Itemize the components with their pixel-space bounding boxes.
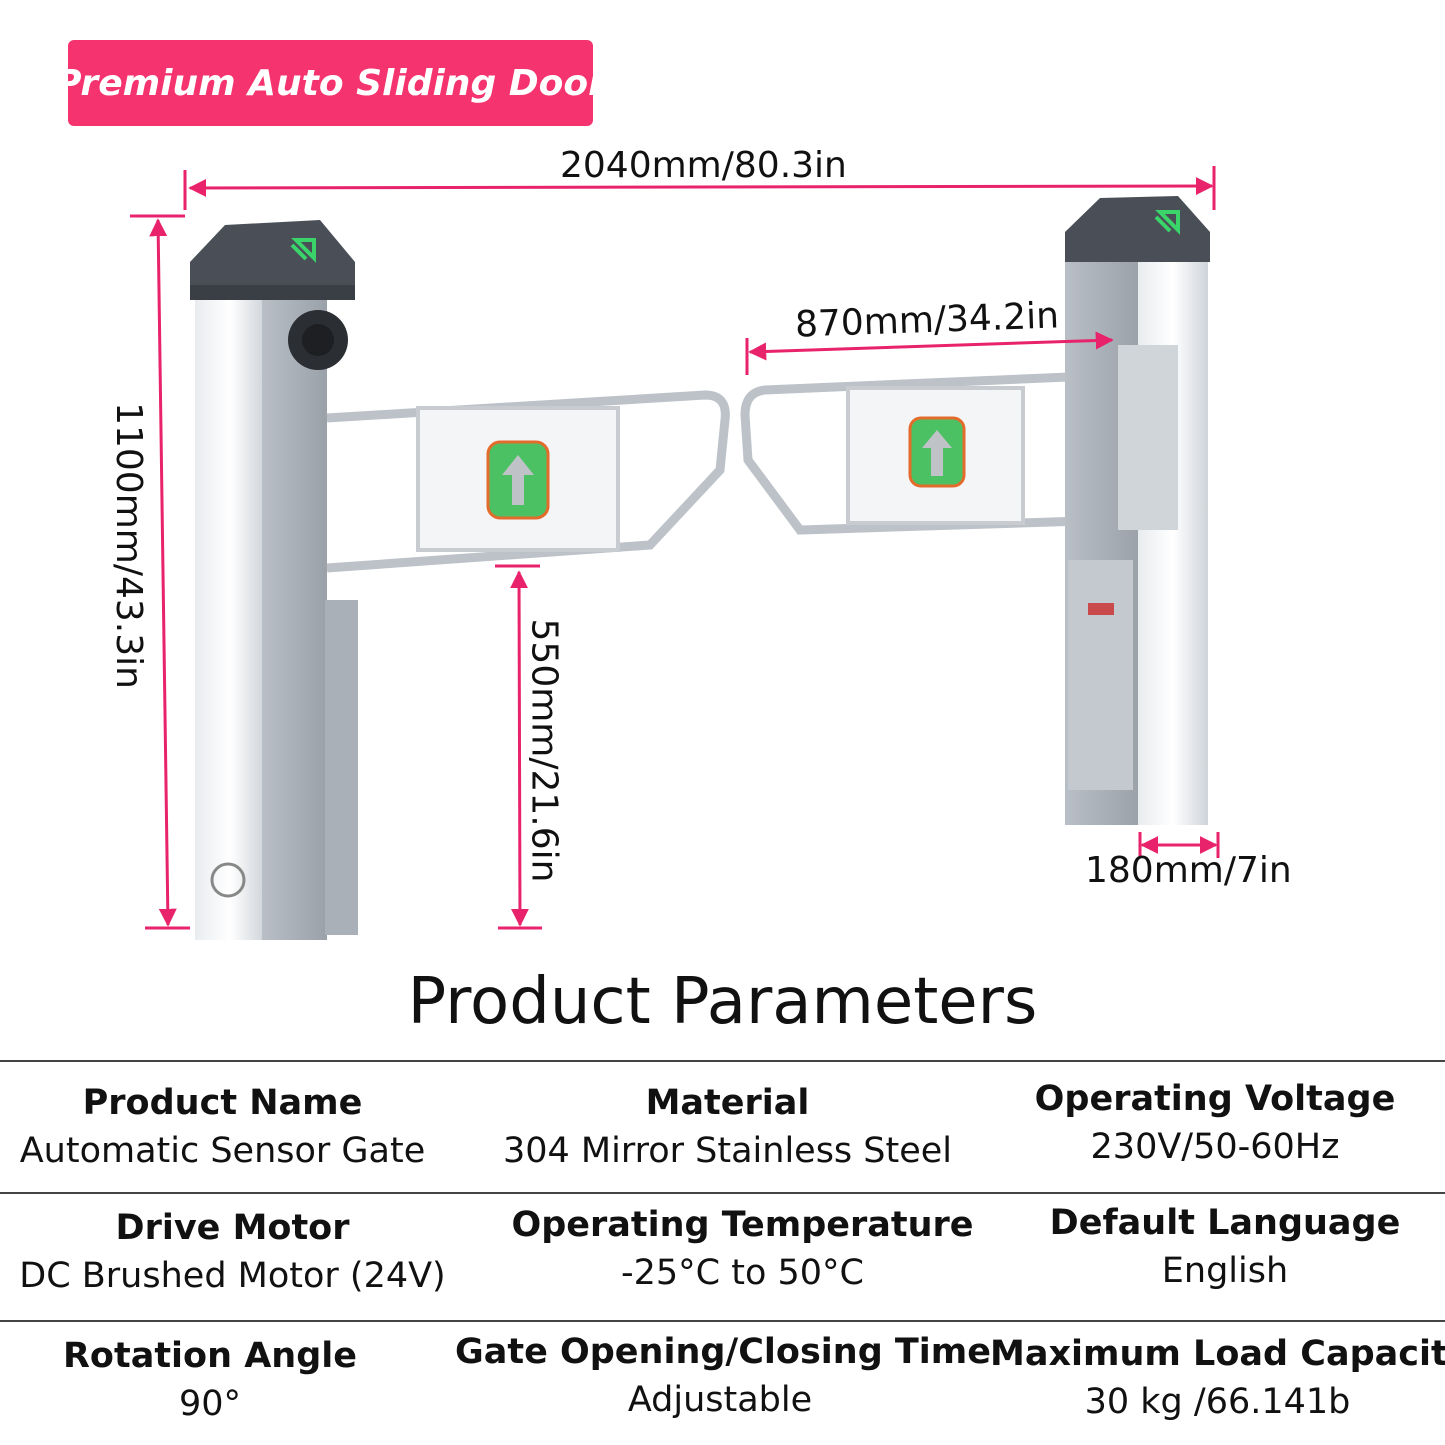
param-value: 304 Mirror Stainless Steel	[502, 1131, 953, 1171]
banner-title: Premium Auto Sliding Door	[68, 62, 593, 104]
param-cell: Material 304 Mirror Stainless Steel	[470, 1080, 985, 1176]
right-arrow-indicator-icon	[1154, 210, 1180, 235]
param-cell: Operating Voltage 230V/50-60Hz	[985, 1076, 1445, 1172]
param-value: English	[1161, 1251, 1289, 1291]
left-gate-arm	[326, 390, 730, 573]
param-value: Automatic Sensor Gate	[19, 1131, 426, 1171]
right-post	[1065, 196, 1210, 825]
param-value: 90°	[178, 1384, 242, 1424]
dimension-total-width: 2040mm/80.3in	[560, 145, 847, 186]
param-cell: Product Name Automatic Sensor Gate	[0, 1080, 445, 1176]
table-divider	[0, 1320, 1445, 1322]
right-gate-arm	[740, 370, 1116, 535]
dimension-lines	[130, 166, 1220, 930]
param-cell: Drive Motor DC Brushed Motor (24V)	[0, 1205, 465, 1301]
table-divider	[0, 1192, 1445, 1194]
param-value: Adjustable	[627, 1380, 813, 1420]
gate-illustration	[130, 166, 1220, 940]
arrow-up-icon	[922, 430, 952, 476]
fan-vent-icon	[210, 862, 246, 898]
param-value: -25°C to 50°C	[621, 1253, 864, 1293]
section-title: Product Parameters	[407, 965, 1038, 1039]
param-label: Maximum Load Capacity	[990, 1334, 1445, 1374]
param-value: DC Brushed Motor (24V)	[19, 1256, 446, 1296]
param-value: 230V/50-60Hz	[1090, 1127, 1340, 1167]
param-label: Gate Opening/Closing Time	[455, 1332, 992, 1372]
param-cell: Default Language English	[1005, 1200, 1445, 1296]
promo-banner: Premium Auto Sliding Door	[68, 40, 593, 126]
left-arrow-indicator-icon	[290, 238, 316, 263]
param-value: 30 kg /66.141b	[1084, 1382, 1351, 1422]
table-divider	[0, 1060, 1445, 1062]
param-label: Operating Temperature	[511, 1205, 974, 1245]
param-cell: Rotation Angle 90°	[0, 1333, 420, 1429]
dimension-post-width: 180mm/7in	[1085, 850, 1292, 891]
arrow-up-icon	[502, 455, 534, 505]
param-cell: Maximum Load Capacity 30 kg /66.141b	[990, 1331, 1445, 1427]
param-label: Rotation Angle	[62, 1336, 357, 1376]
param-label: Drive Motor	[115, 1208, 350, 1248]
param-cell: Gate Opening/Closing Time Adjustable	[455, 1329, 992, 1425]
param-label: Operating Voltage	[1034, 1079, 1396, 1119]
param-label: Material	[645, 1083, 810, 1123]
dimension-height: 1100mm/43.3in	[107, 402, 149, 689]
param-label: Product Name	[82, 1083, 363, 1123]
dimension-clearance: 550mm/21.6in	[523, 618, 565, 883]
left-post	[190, 220, 358, 940]
param-label: Default Language	[1049, 1203, 1401, 1243]
param-cell: Operating Temperature -25°C to 50°C	[490, 1202, 995, 1298]
